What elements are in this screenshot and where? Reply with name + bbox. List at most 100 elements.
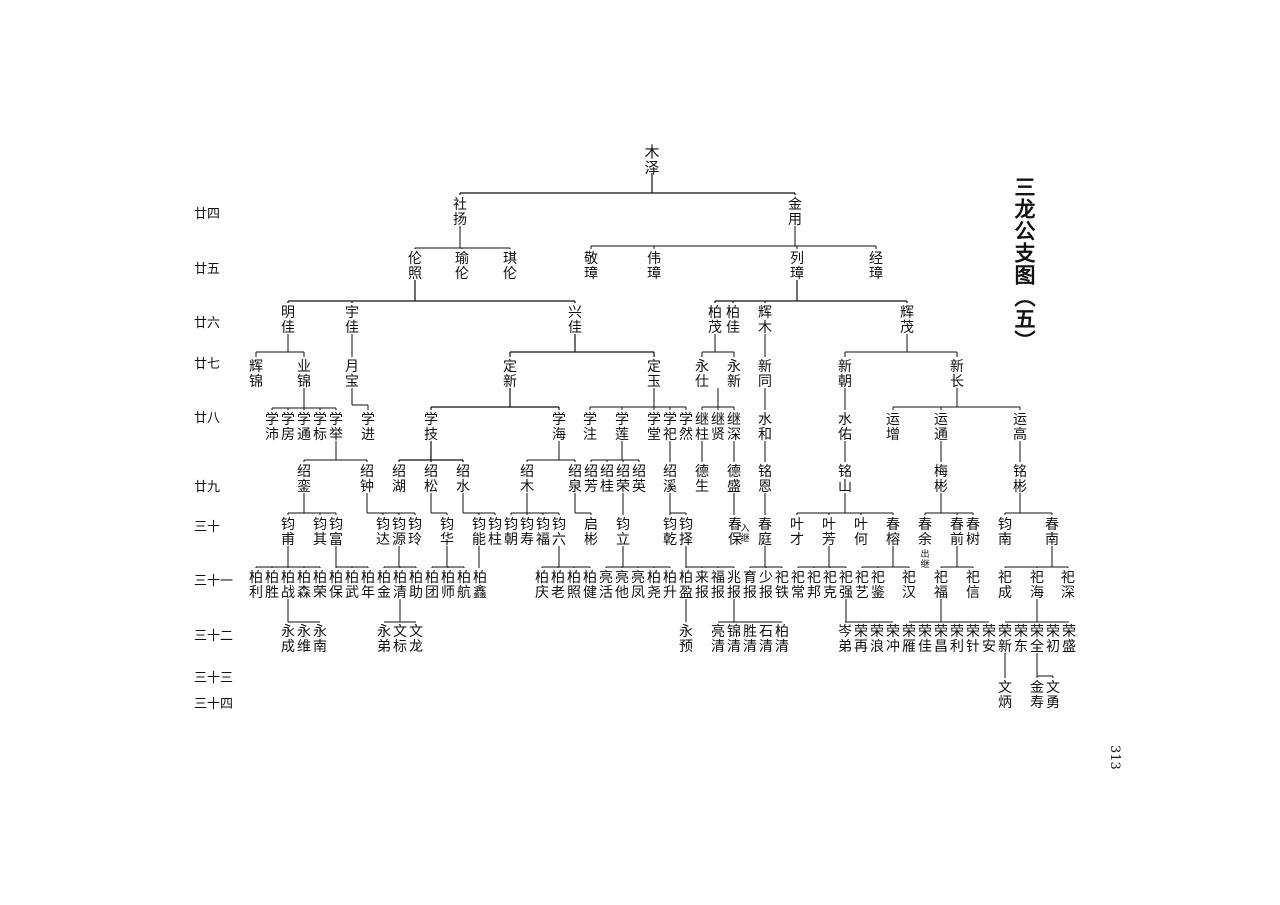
generation-label: 三十一 xyxy=(194,574,234,589)
person-name: 叶何 xyxy=(854,517,868,548)
person-name: 绍泉 xyxy=(568,464,582,495)
person-name: 学通 xyxy=(297,412,311,443)
person-name: 新同 xyxy=(758,359,772,390)
page-number: 313 xyxy=(1107,745,1122,770)
person-name: 春保 xyxy=(728,517,742,548)
person-name: 明佳 xyxy=(281,305,295,336)
person-name: 柏武 xyxy=(345,570,359,601)
person-name: 祀福 xyxy=(934,570,948,601)
person-name: 定玉 xyxy=(647,359,661,390)
person-name: 月宝 xyxy=(345,359,359,390)
person-name: 祀汉 xyxy=(902,570,916,601)
person-name: 学然 xyxy=(679,412,693,443)
person-name: 运通 xyxy=(934,412,948,443)
person-name: 钧寿 xyxy=(520,517,534,548)
person-name: 学海 xyxy=(552,412,566,443)
person-name: 石清 xyxy=(759,624,773,655)
person-name: 梅彬 xyxy=(934,464,948,495)
person-name: 春余 xyxy=(918,517,932,548)
person-name: 钧华 xyxy=(440,517,454,548)
person-name: 钧福 xyxy=(536,517,550,548)
person-name: 敬璋 xyxy=(584,251,598,282)
generation-label: 廿四 xyxy=(194,207,221,222)
person-name: 钧富 xyxy=(329,517,343,548)
person-name: 德生 xyxy=(695,464,709,495)
person-name: 春前 xyxy=(950,517,964,548)
person-name: 辉木 xyxy=(758,305,772,336)
person-name: 定新 xyxy=(503,359,517,390)
person-name: 祀常 xyxy=(791,570,805,601)
person-name: 学技 xyxy=(424,412,438,443)
person-name: 永弟 xyxy=(377,624,391,655)
person-name: 春南 xyxy=(1045,517,1059,548)
person-name: 学举 xyxy=(329,412,343,443)
person-name: 祀邦 xyxy=(807,570,821,601)
person-name: 荣盛 xyxy=(1062,624,1076,655)
person-name: 文勇 xyxy=(1046,680,1060,711)
person-name: 柏庆 xyxy=(535,570,549,601)
person-name: 锦清 xyxy=(727,623,741,655)
person-name: 柏照 xyxy=(567,570,581,601)
person-name: 文标 xyxy=(393,624,407,655)
person-name: 新长 xyxy=(950,359,964,390)
person-name: 学标 xyxy=(313,412,327,443)
person-name: 钧择 xyxy=(679,517,693,548)
person-name: 学祀 xyxy=(663,412,677,443)
adoption-note: 入继 xyxy=(740,523,749,544)
person-name: 伦照 xyxy=(408,251,422,282)
generation-label: 三十三 xyxy=(194,671,234,686)
person-name: 学房 xyxy=(281,412,295,443)
person-name: 柏清 xyxy=(775,624,789,655)
person-name: 柏师 xyxy=(441,570,455,601)
person-name: 柏盈 xyxy=(679,570,693,601)
generation-label: 廿九 xyxy=(194,480,221,495)
person-name: 运增 xyxy=(886,412,900,443)
person-name: 荣昌 xyxy=(934,624,948,655)
person-name: 绍溪 xyxy=(663,464,677,495)
person-name: 荣浪 xyxy=(870,624,884,655)
generation-label: 廿五 xyxy=(194,262,221,277)
person-name: 荣佳 xyxy=(918,624,932,655)
person-name: 经璋 xyxy=(869,251,883,282)
person-name: 春庭 xyxy=(758,517,772,548)
person-name: 柏荣 xyxy=(313,570,327,601)
person-name: 祀深 xyxy=(1061,570,1075,601)
person-name: 祀成 xyxy=(998,570,1012,601)
person-name: 继柱 xyxy=(695,412,709,443)
person-name: 祀强 xyxy=(839,570,853,601)
person-name: 叶才 xyxy=(790,517,804,548)
person-name: 列璋 xyxy=(790,251,804,282)
person-name: 绍湖 xyxy=(392,464,406,495)
person-name: 柏清 xyxy=(393,570,407,601)
person-name: 柏升 xyxy=(663,570,677,601)
person-name: 兴佳 xyxy=(568,305,582,336)
person-name: 继深 xyxy=(727,412,741,443)
person-name: 琪伦 xyxy=(503,251,517,282)
person-name: 继贤 xyxy=(711,412,725,443)
person-name: 祀铁 xyxy=(775,570,789,601)
person-name: 绍桂 xyxy=(600,464,614,495)
person-name: 铭恩 xyxy=(758,464,772,495)
person-name: 祀信 xyxy=(966,570,980,601)
person-name: 运高 xyxy=(1013,412,1027,443)
person-name: 柏尧 xyxy=(647,570,661,601)
person-name: 社扬 xyxy=(453,197,467,228)
person-name: 柏保 xyxy=(329,570,343,601)
person-name: 荣再 xyxy=(854,624,868,655)
person-name: 永仕 xyxy=(695,359,709,390)
generation-label: 三十二 xyxy=(194,629,234,644)
person-name: 福报 xyxy=(711,570,725,601)
person-name: 岑弟 xyxy=(838,624,852,655)
person-name: 绍松 xyxy=(424,464,438,495)
person-name: 祀克 xyxy=(823,570,837,601)
person-name: 辉锦 xyxy=(249,359,263,390)
person-name: 柏老 xyxy=(551,570,565,601)
person-name: 春榕 xyxy=(886,517,900,548)
person-name: 木泽 xyxy=(644,143,659,177)
person-name: 祀艺 xyxy=(855,570,869,601)
person-name: 水佑 xyxy=(838,412,852,443)
person-name: 学沛 xyxy=(265,412,279,443)
person-name: 荣利 xyxy=(950,624,964,655)
person-name: 学堂 xyxy=(647,412,661,443)
